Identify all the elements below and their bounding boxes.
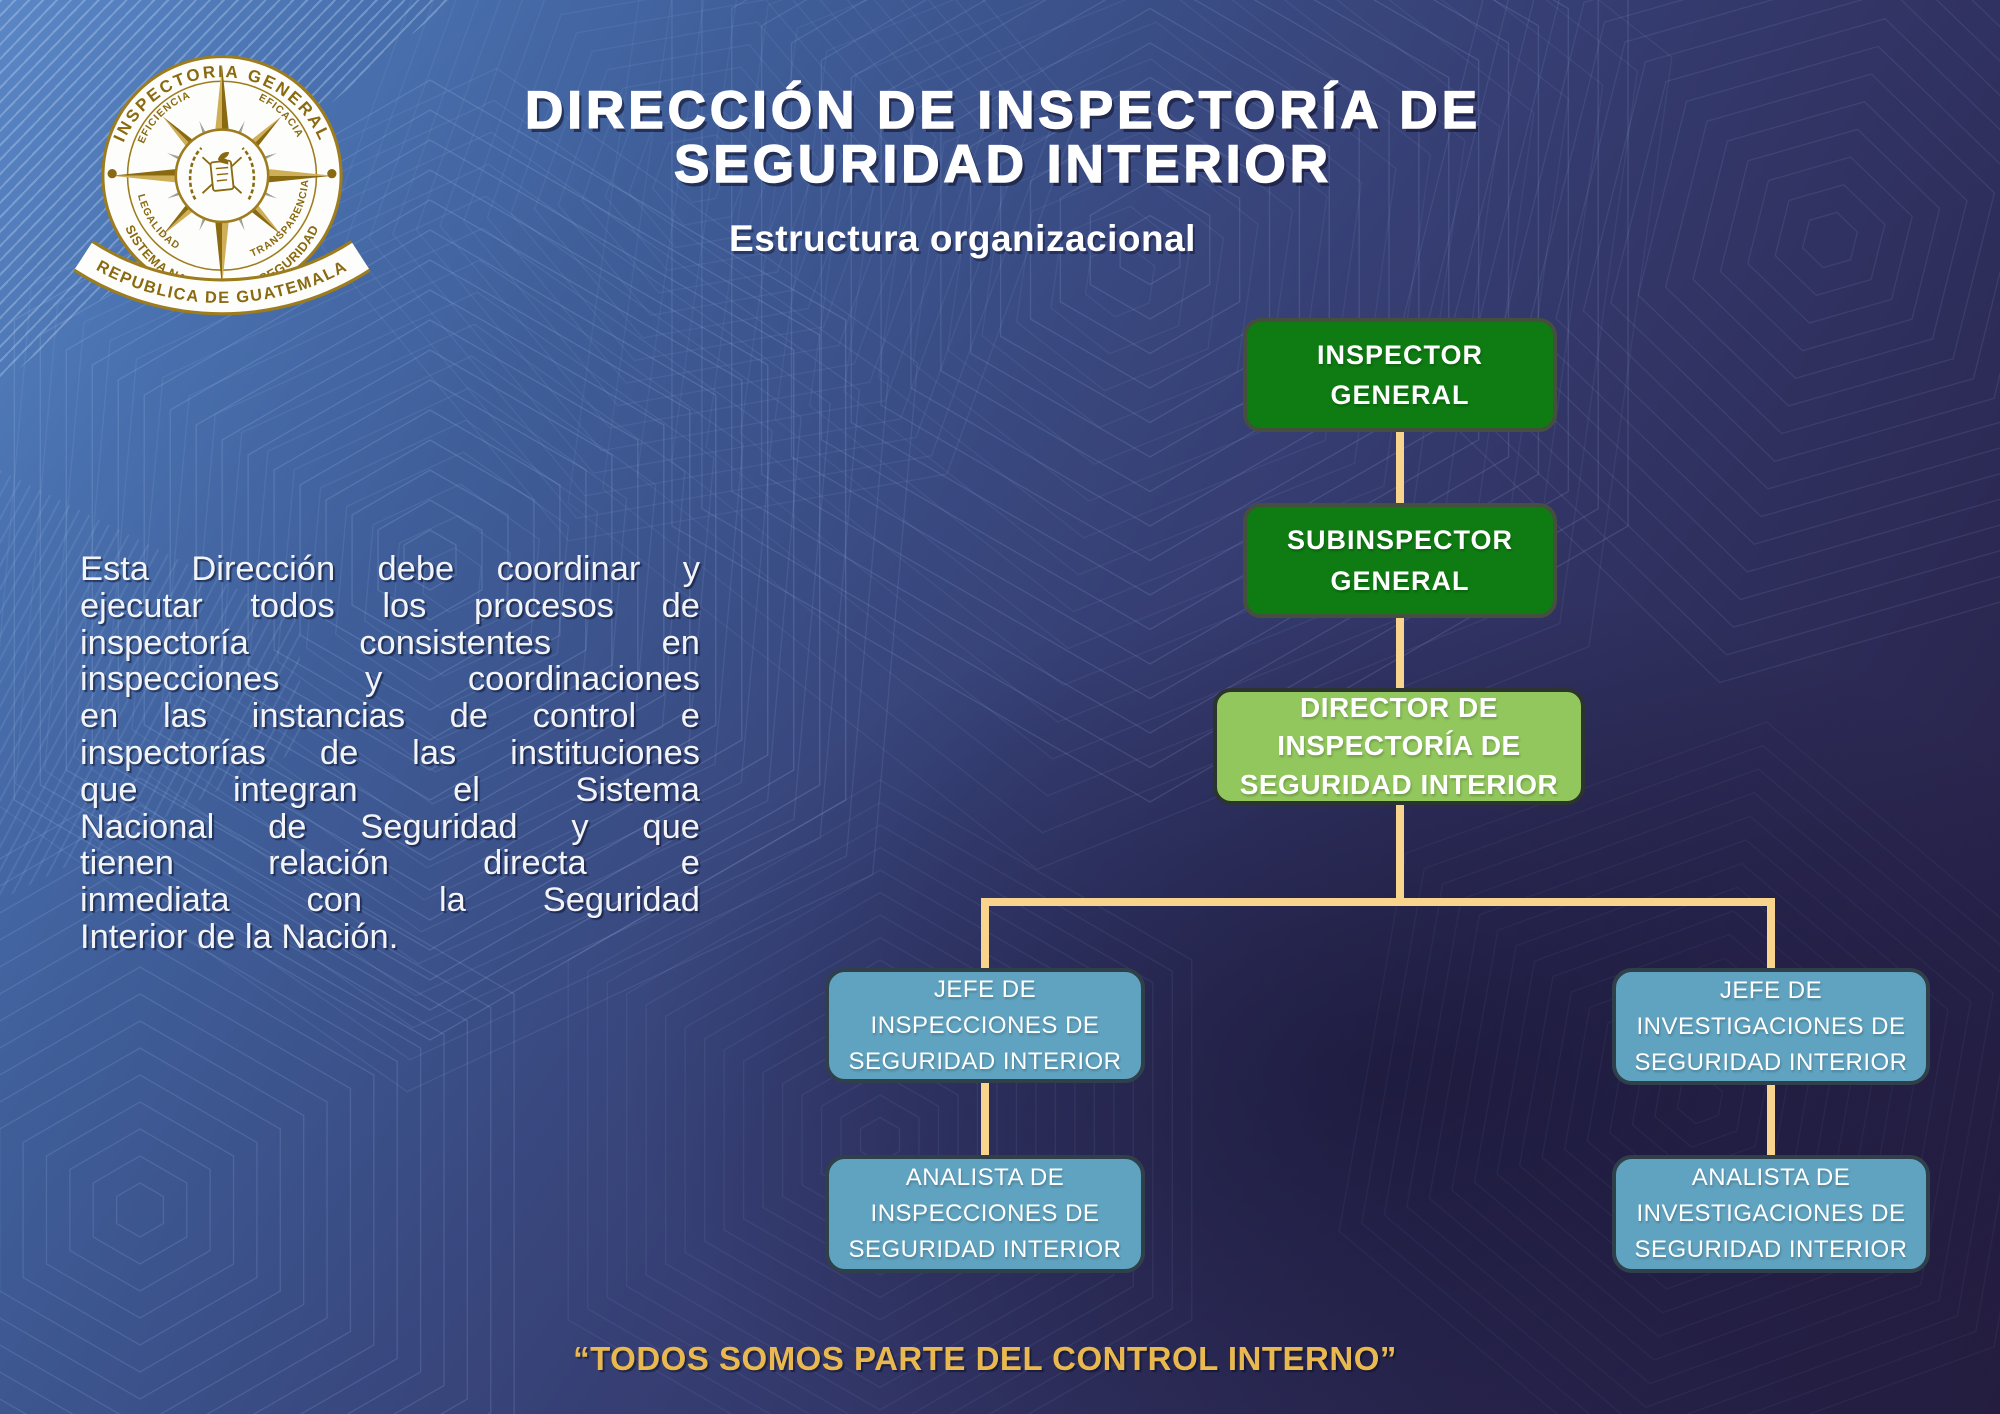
org-node-subinspector-general: SUBINSPECTOR GENERAL	[1243, 503, 1557, 618]
description-body: Esta Dirección debe coordinar y ejecutar…	[80, 550, 700, 920]
description-paragraph: Esta Dirección debe coordinar y ejecutar…	[80, 551, 700, 956]
org-node-director: DIRECTOR DE INSPECTORÍA DE SEGURIDAD INT…	[1213, 688, 1585, 805]
page-title: DIRECCIÓN DE INSPECTORÍA DE SEGURIDAD IN…	[6, 81, 2000, 194]
page-subtitle: Estructura organizacional	[729, 218, 1196, 259]
org-node-inspector-general: INSPECTOR GENERAL	[1243, 318, 1557, 432]
page-title-line2: SEGURIDAD INTERIOR	[673, 135, 1332, 194]
inspectoria-general-seal: INSPECTORIA GENERAL SISTEMA NACIONAL DE …	[66, 55, 378, 340]
org-node-analista-investigaciones: ANALISTA DE INVESTIGACIONES DE SEGURIDAD…	[1612, 1155, 1930, 1273]
coat-of-arms	[188, 147, 256, 201]
footer-tagline: “TODOS SOMOS PARTE DEL CONTROL INTERNO”	[573, 1340, 1397, 1377]
description-last-line: Interior de la Nación.	[80, 917, 399, 956]
org-node-jefe-investigaciones: JEFE DE INVESTIGACIONES DE SEGURIDAD INT…	[1612, 968, 1930, 1085]
org-node-jefe-inspecciones: JEFE DE INSPECCIONES DE SEGURIDAD INTERI…	[825, 968, 1145, 1083]
org-node-analista-inspecciones: ANALISTA DE INSPECCIONES DE SEGURIDAD IN…	[825, 1155, 1145, 1273]
page-title-line1: DIRECCIÓN DE INSPECTORÍA DE	[524, 81, 1482, 140]
